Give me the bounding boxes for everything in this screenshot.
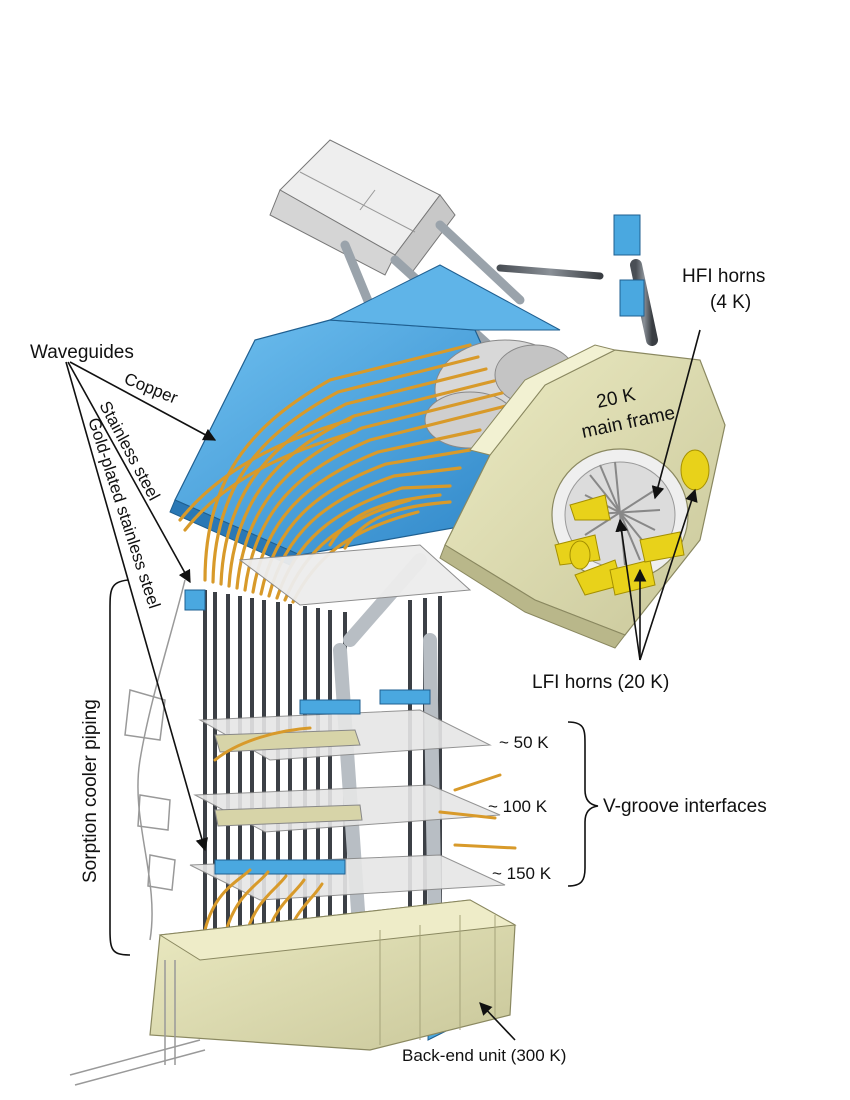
top-grey-box [269,139,456,276]
arrow-backend [479,1002,516,1041]
label-hfi-temp: (4 K) [710,292,751,313]
vertical-waveguide-rods [203,590,442,952]
label-hfi-horns: HFI horns [682,266,765,287]
v-groove-plates [189,544,506,901]
back-end-unit [149,899,517,1051]
arrow-hfi [651,329,701,500]
sorption-cooler-equipment [69,579,206,1086]
label-100k: ~ 100 K [488,797,548,816]
label-vgroove: V-groove interfaces [603,796,767,817]
sorption-bracket [109,579,131,956]
arrow-lfi-1 [615,518,641,661]
arrow-stainless [67,361,191,584]
vgroove-bracket [567,721,599,887]
gold-plated-waveguides [203,726,517,944]
annotation-arrows [65,329,701,1041]
arrow-gold [65,361,208,852]
label-waveguides: Waveguides [30,342,134,363]
arrow-copper [69,361,217,441]
arrow-lfi-3 [639,488,698,661]
label-lfi-horns: LFI horns (20 K) [532,672,669,693]
label-50k: ~ 50 K [499,733,549,752]
label-sorption-piping: Sorption cooler piping [80,699,101,883]
label-150k: ~ 150 K [492,864,552,883]
label-backend: Back-end unit (300 K) [402,1046,566,1065]
label-copper: Copper [122,369,181,408]
